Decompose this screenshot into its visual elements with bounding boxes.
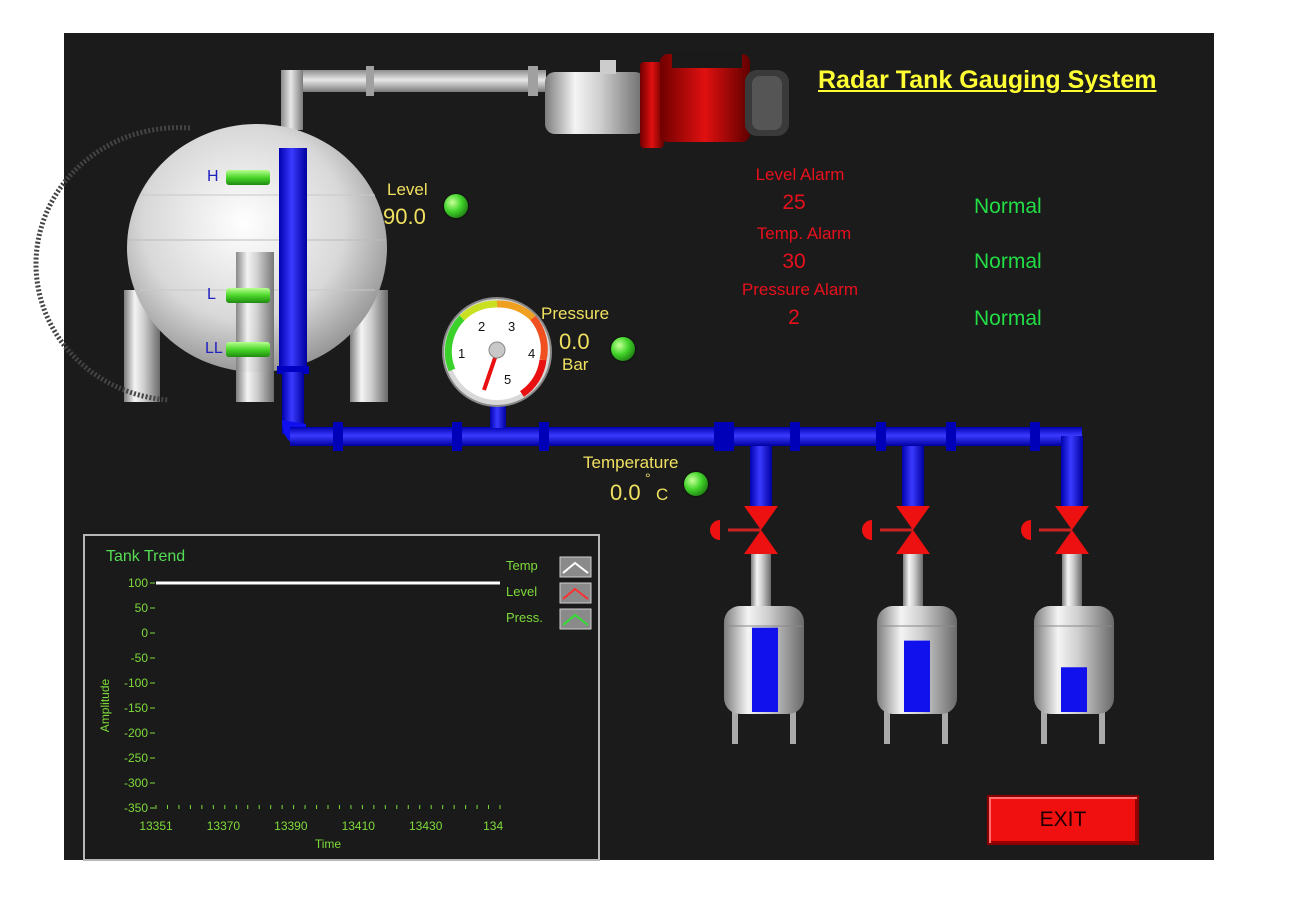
valve-2[interactable] [862, 506, 930, 554]
gauge-tick: 1 [458, 346, 465, 361]
low-low-level-label: LL [205, 340, 223, 357]
y-tick-label: -150 [124, 701, 148, 715]
spherical-tank [33, 124, 388, 403]
legend-label-level: Level [506, 584, 538, 599]
suction-pipe [281, 66, 546, 130]
level-alarm-setpoint: 25 [782, 191, 806, 214]
high-level-indicator [226, 170, 270, 185]
x-axis-title: Time [315, 837, 342, 851]
gauge-tick: 3 [508, 319, 515, 334]
pressure-alarm-status: Normal [974, 307, 1042, 330]
level-alarm-label: Level Alarm [755, 165, 845, 184]
level-alarm-status: Normal [974, 195, 1042, 218]
x-tick-label: 13410 [342, 819, 376, 833]
y-tick-label: -300 [124, 776, 148, 790]
small-tank-1 [724, 554, 804, 744]
small-tank-2-fill [904, 640, 930, 712]
low-level-label: L [207, 286, 216, 303]
temperature-label: Temperature [583, 453, 679, 472]
y-tick-label: -200 [124, 726, 148, 740]
x-tick-label: 13430 [409, 819, 443, 833]
x-tick-label: 13370 [207, 819, 241, 833]
x-tick-label: 134 [483, 819, 503, 833]
trend-legend-swatches[interactable] [559, 556, 593, 632]
pump [545, 52, 789, 148]
x-tick-label: 13351 [139, 819, 173, 833]
gauge-tick: 2 [478, 319, 485, 334]
legend-label-press: Press. [506, 610, 543, 625]
small-tank-2 [877, 554, 957, 744]
level-value: 90.0 [383, 204, 426, 229]
legend-swatch-level[interactable] [559, 582, 592, 604]
y-tick-label: -250 [124, 751, 148, 765]
exit-button[interactable]: EXIT [987, 795, 1139, 845]
y-tick-label: 100 [128, 576, 148, 590]
main-header-pipe [282, 398, 1083, 506]
gauge-tick: 5 [504, 372, 511, 387]
y-tick-label: -100 [124, 676, 148, 690]
small-tank-1-fill [752, 627, 778, 712]
temp-alarm-status: Normal [974, 250, 1042, 273]
pressure-alarm-label: Pressure Alarm [741, 280, 859, 299]
low-level-indicator [226, 288, 270, 303]
y-tick-label: 50 [135, 601, 149, 615]
trend-title: Tank Trend [106, 548, 186, 565]
y-tick-label: 0 [141, 626, 148, 640]
temperature-led-indicator [684, 472, 708, 496]
temperature-value: 0.0 [610, 480, 641, 505]
temp-alarm-setpoint: 30 [782, 250, 806, 273]
high-level-label: H [207, 168, 219, 185]
y-tick-label: -350 [124, 801, 148, 815]
level-led-indicator [444, 194, 468, 218]
small-tank-3-fill [1061, 667, 1087, 712]
pressure-gauge: 1 2 3 4 5 [442, 297, 552, 407]
pressure-led-indicator [611, 337, 635, 361]
degree-symbol: ° [645, 470, 651, 486]
small-tanks [724, 554, 1114, 744]
pressure-label: Pressure [541, 304, 610, 323]
page-title: Radar Tank Gauging System [818, 66, 1157, 94]
temperature-unit: C [656, 485, 669, 504]
small-tank-3 [1034, 554, 1114, 744]
x-tick-label: 13390 [274, 819, 308, 833]
legend-swatch-temp[interactable] [559, 556, 592, 578]
low-low-level-indicator [226, 342, 270, 357]
y-tick-label: -50 [131, 651, 149, 665]
pressure-alarm-setpoint: 2 [788, 306, 800, 329]
legend-swatch-press[interactable] [559, 608, 592, 630]
y-axis-title: Amplitude [98, 679, 112, 733]
pressure-value: 0.0 [559, 329, 590, 354]
temp-alarm-label: Temp. Alarm [756, 224, 852, 243]
tank-trend-chart [83, 534, 600, 861]
gauge-tick: 4 [528, 346, 535, 361]
radar-level-column [277, 148, 309, 434]
level-label: Level [387, 180, 428, 199]
valve-3[interactable] [1021, 506, 1089, 554]
valve-1[interactable] [710, 506, 778, 554]
trend-plot-area: 100 50 0 -50 -100 -150 -200 -250 -300 -350 13351 13… [98, 576, 503, 851]
pressure-unit: Bar [562, 355, 589, 374]
legend-label-temp: Temp [506, 558, 538, 573]
